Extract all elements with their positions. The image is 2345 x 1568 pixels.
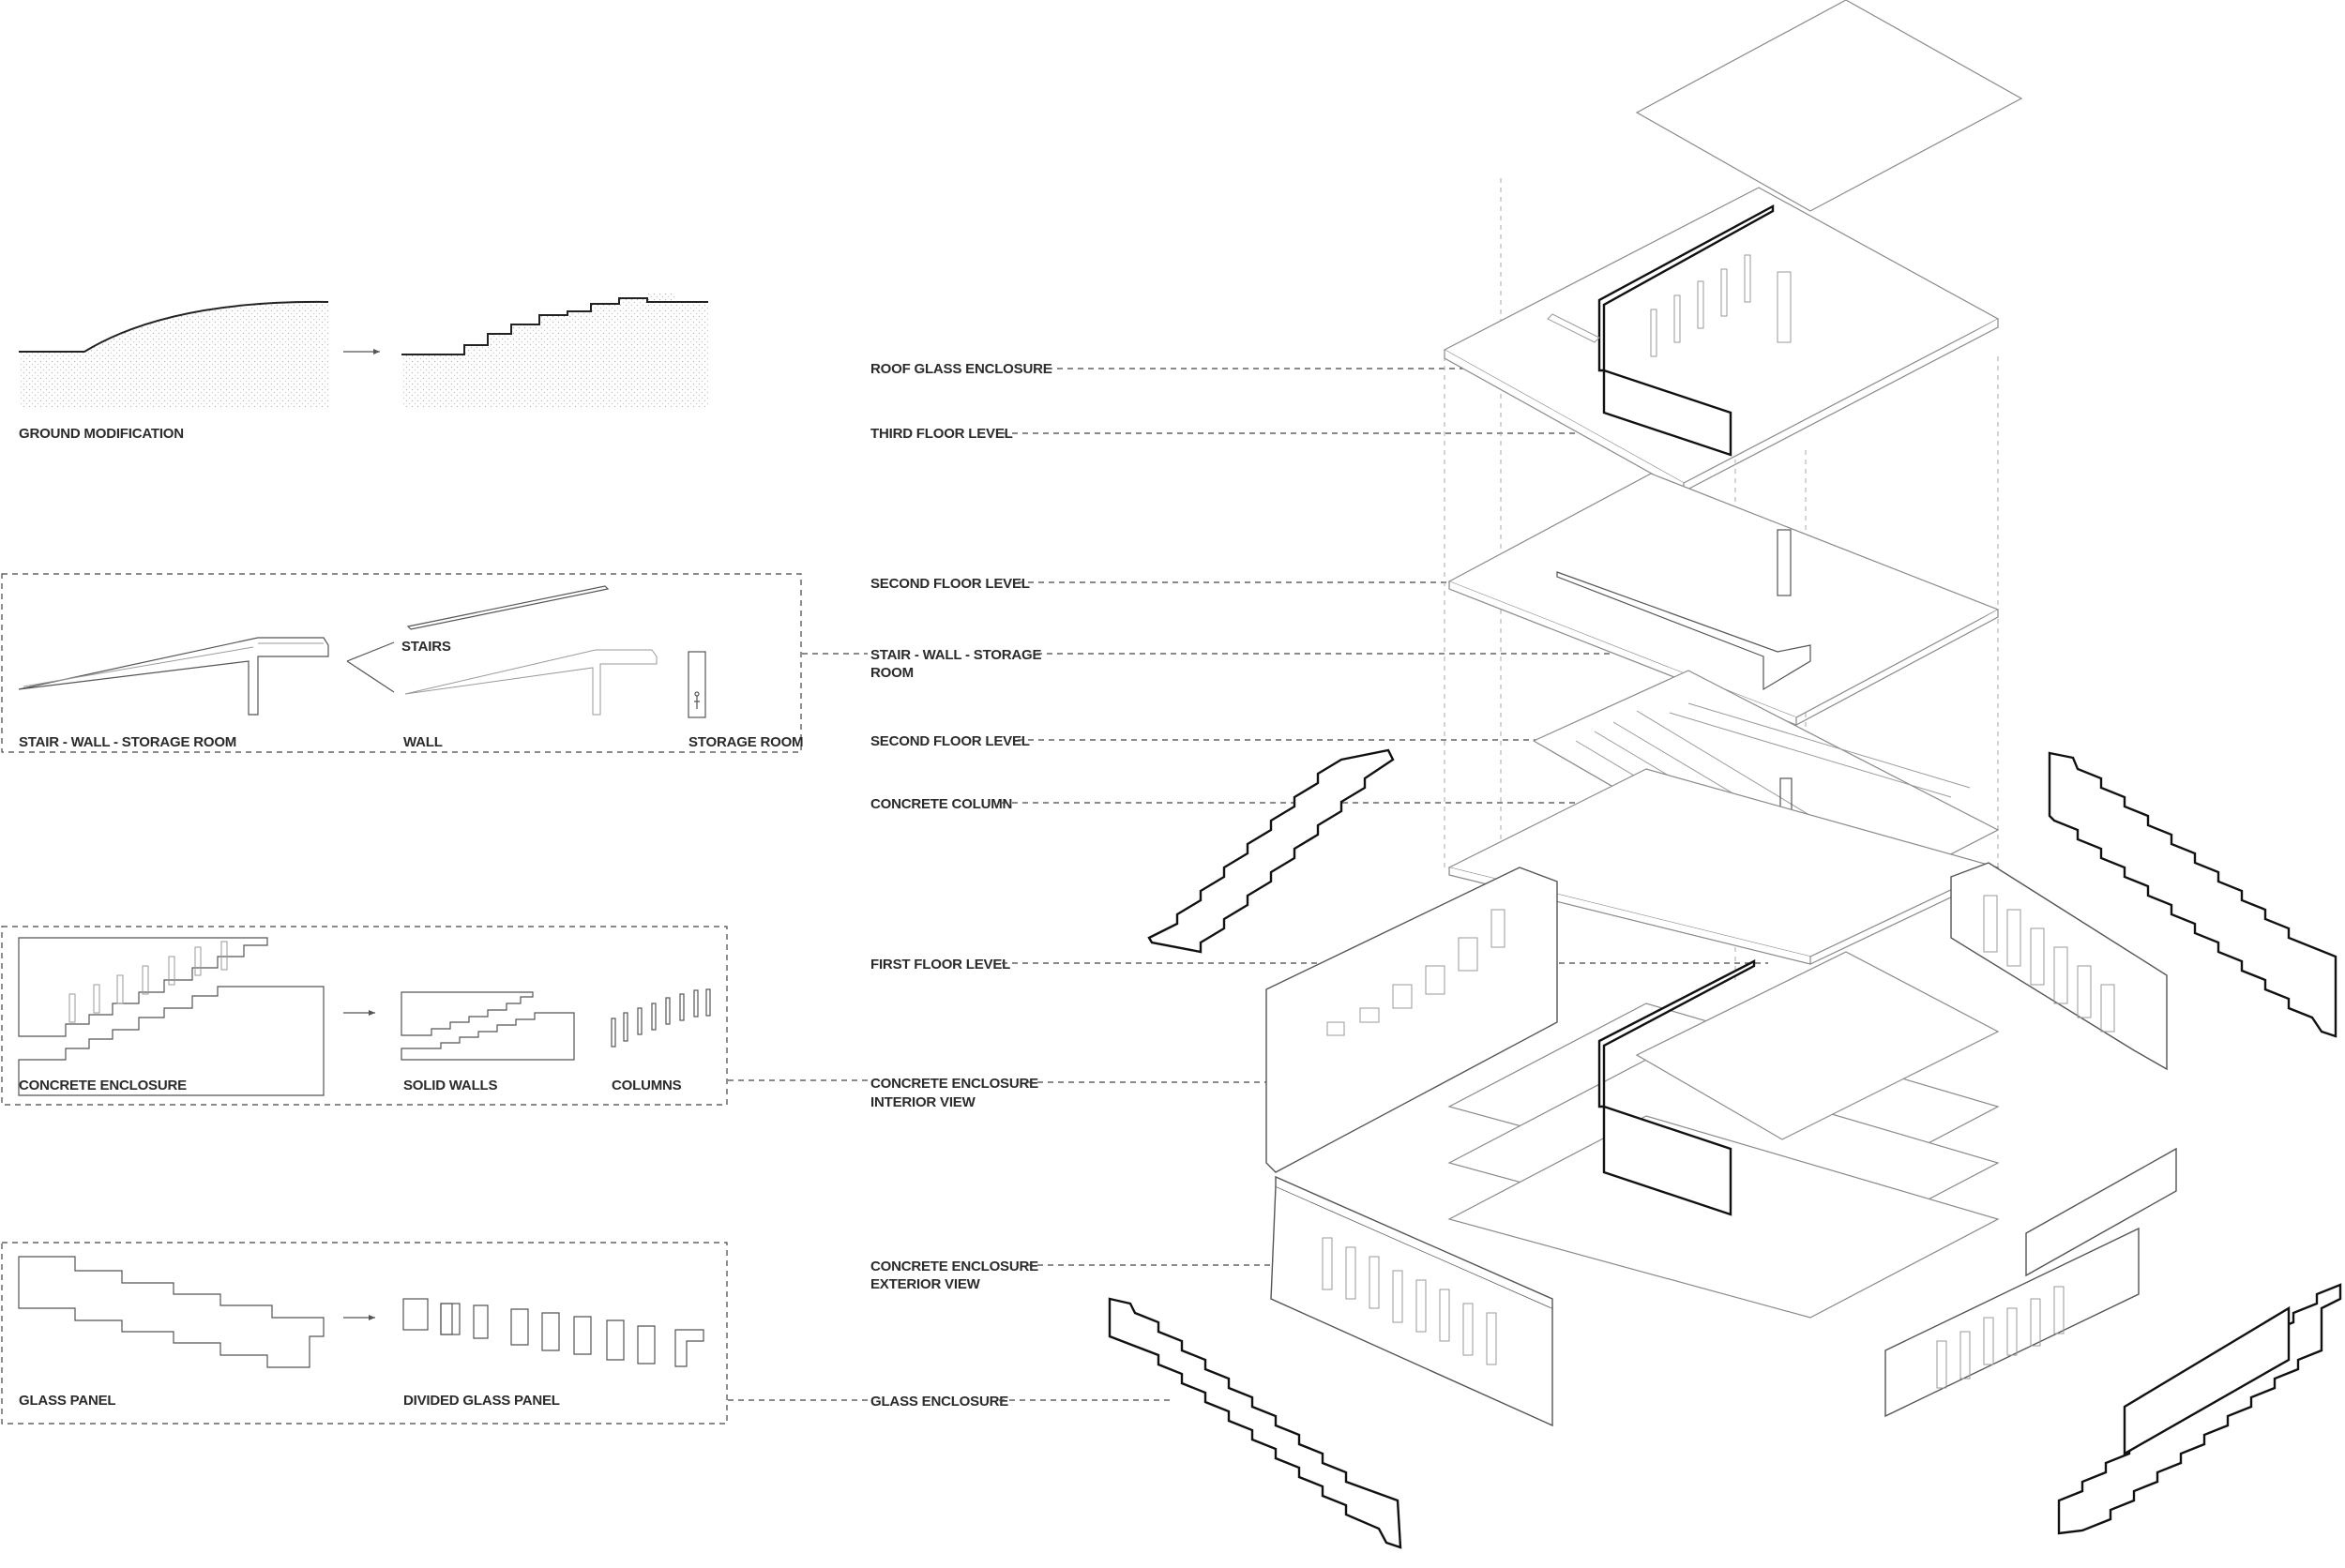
concrete-interior-wall-right: [1950, 862, 2168, 1071]
stair-split-arrow-up: [346, 641, 395, 662]
roof-glass-front-panel: [1602, 369, 1732, 457]
callout-concrete-exterior-2: EXTERIOR VIEW: [870, 1276, 981, 1292]
ground-caption: GROUND MODIFICATION: [19, 426, 184, 442]
stair-wall-treads: [23, 642, 324, 687]
callout-concrete-column: CONCRETE COLUMN: [870, 796, 1012, 812]
callout-third-floor: THIRD FLOOR LEVEL: [870, 426, 1013, 442]
columns-caption: COLUMNS: [612, 1078, 682, 1093]
lower-slab-3: [1447, 1115, 2000, 1319]
concrete-enclosure-columns-inline: [68, 941, 228, 1023]
natural-slope-fill: [19, 301, 328, 408]
glass-main-caption: GLASS PANEL: [19, 1393, 115, 1409]
stair-split-arrow-down: [346, 660, 395, 693]
lower-glass-front-panel: [1602, 1105, 1732, 1216]
solid-walls-drawing: [401, 991, 575, 1061]
callout-second-floor-b: SECOND FLOOR LEVEL: [870, 733, 1030, 749]
callout-concrete-exterior-1: CONCRETE ENCLOSURE: [870, 1259, 1038, 1274]
stair-main-caption: STAIR - WALL - STORAGE ROOM: [19, 734, 236, 750]
third-floor-mullions: [1547, 254, 1792, 357]
columns-drawing: [611, 988, 711, 1048]
ground-arrow-head: [373, 349, 380, 354]
exterior-right-openings: [1936, 1286, 2065, 1389]
axonometric-model: [1108, 0, 2342, 1549]
lower-glass-enclosure: [1597, 959, 1756, 1108]
glass-panel-lower-left: [1108, 1297, 1402, 1549]
interior-wall-openings: [1326, 909, 1505, 1036]
stair-wall-combined: [18, 637, 329, 716]
stair-panel-frame: [1, 573, 802, 753]
natural-slope-line: [19, 300, 329, 353]
exterior-left-openings: [1322, 1237, 1497, 1365]
concrete-main-caption: CONCRETE ENCLOSURE: [19, 1078, 187, 1093]
concrete-panel-frame: [1, 926, 728, 1106]
concrete-enclosure-panel: CONCRETE ENCLOSURE SOLID WALLS COLUMNS: [1, 926, 868, 1106]
interior-right-openings: [1983, 895, 2115, 1033]
stair-wall-panel: STAIRS STAIR - WALL - STORAGE ROOM WALL …: [1, 573, 868, 753]
glass-panel-upper-left: [1147, 748, 1395, 954]
callout-roof-glass: ROOF GLASS ENCLOSURE: [870, 361, 1052, 377]
divided-glass-caption: DIVIDED GLASS PANEL: [403, 1393, 560, 1409]
concrete-interior-wall-left: [1265, 867, 1558, 1173]
glass-panel-lower-right-2: [2123, 1305, 2291, 1456]
glass-panel-panel: GLASS PANEL DIVIDED GLASS PANEL: [1, 1242, 868, 1425]
storage-caption: STORAGE ROOM: [688, 734, 803, 750]
callout-stair-wall-1: STAIR - WALL - STORAGE: [870, 647, 1041, 663]
stairs-only: [406, 585, 610, 630]
stairs-caption: STAIRS: [401, 639, 451, 655]
storage-room-box: [688, 651, 706, 718]
ground-modification-panel: GROUND MODIFICATION: [19, 294, 708, 442]
callout-concrete-interior-2: INTERIOR VIEW: [870, 1094, 976, 1110]
wall-only: [404, 649, 658, 716]
concrete-arrow-head: [369, 1010, 375, 1016]
concrete-enclosure-drawing: [18, 937, 325, 1096]
callout-glass-enclosure: GLASS ENCLOSURE: [870, 1394, 1008, 1410]
roof-glass-enclosure: [1597, 204, 1775, 372]
roof-slab: [1635, 0, 2023, 212]
solid-walls-caption: SOLID WALLS: [403, 1078, 497, 1093]
terraced-ground-line: [401, 297, 708, 355]
terraced-ground-fill: [401, 294, 708, 408]
glass-panel-drawing: [18, 1256, 325, 1368]
glass-panel-upper-right: [2048, 751, 2337, 1038]
glass-panel-frame: [1, 1242, 728, 1425]
callout-stair-wall-2: ROOM: [870, 665, 914, 681]
lower-top-slab: [1635, 951, 2000, 1140]
callout-first-floor: FIRST FLOOR LEVEL: [870, 957, 1010, 972]
divided-glass-drawing: [402, 1298, 704, 1367]
storage-person-icon: [694, 691, 700, 709]
callout-concrete-interior-1: CONCRETE ENCLOSURE: [870, 1076, 1038, 1092]
second-floor-slab-a: [1447, 473, 2000, 718]
glass-arrow-head: [369, 1315, 375, 1320]
stair-wall-storage: [1556, 571, 1811, 691]
concrete-exterior-wall-right: [1884, 1227, 2140, 1418]
callout-second-floor-a: SECOND FLOOR LEVEL: [870, 576, 1030, 592]
wall-caption: WALL: [403, 734, 443, 750]
concrete-exterior-wall-back: [2025, 1147, 2177, 1277]
storage-room-volume: [1777, 529, 1792, 596]
